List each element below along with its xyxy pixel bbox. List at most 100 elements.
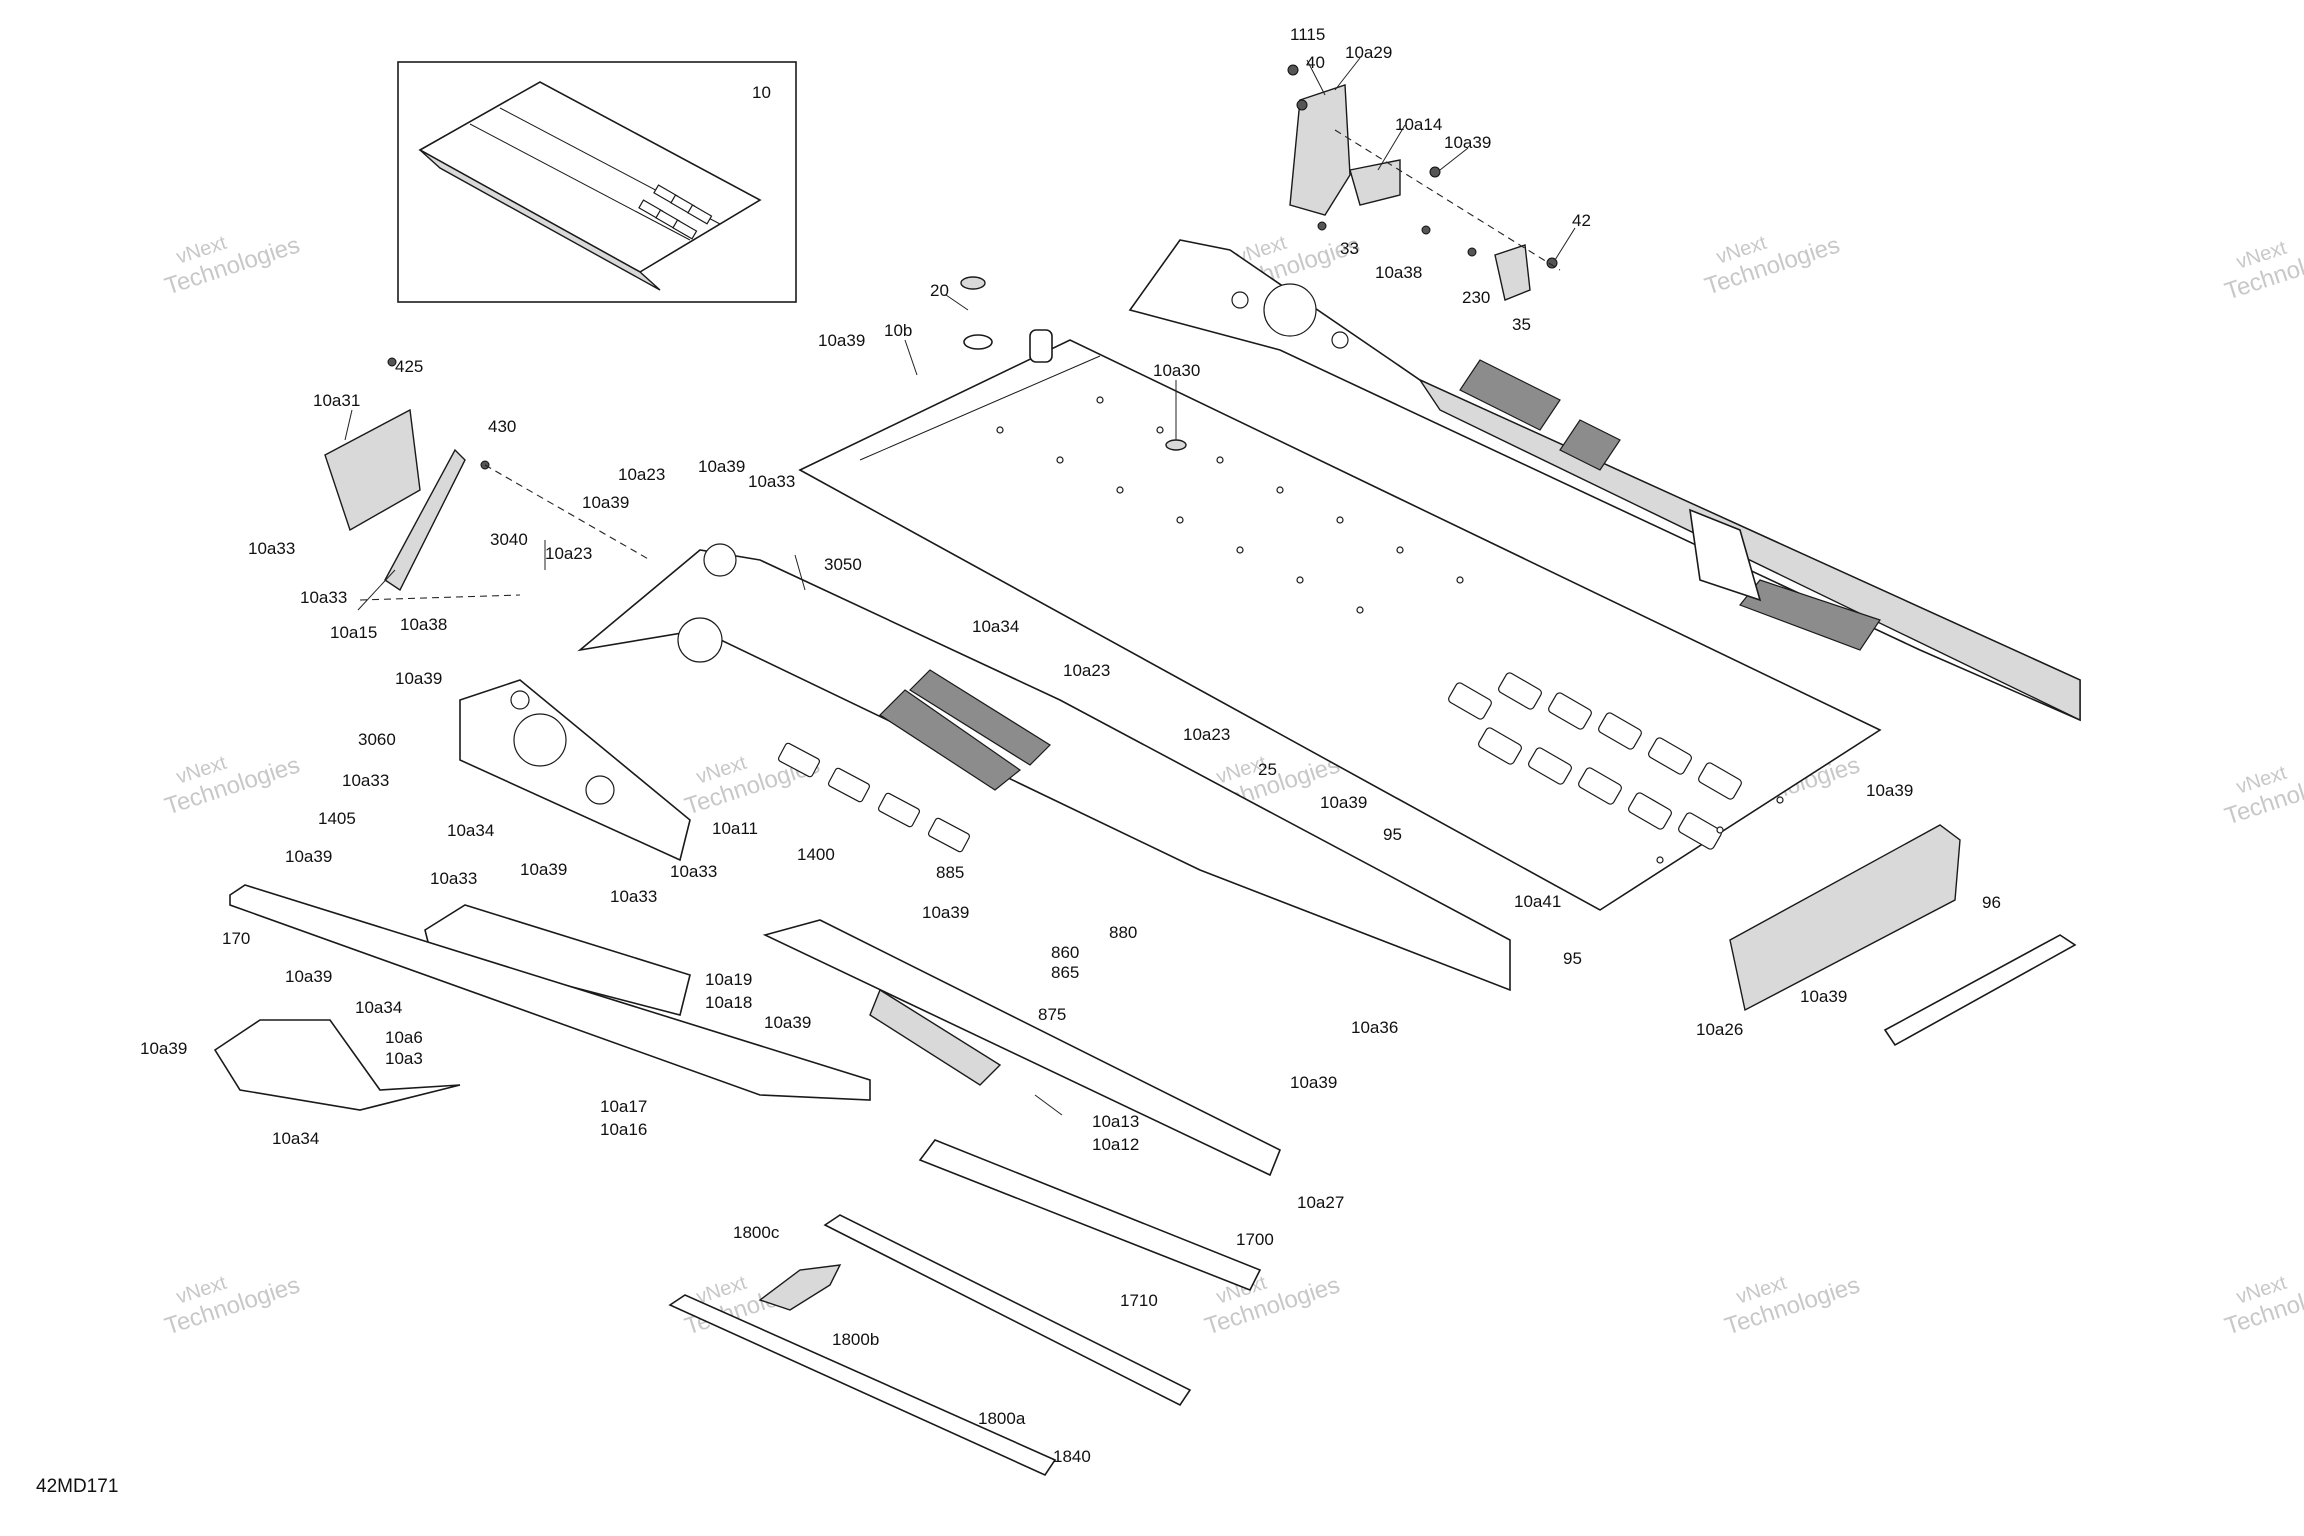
diagram-code: 42MD171	[36, 1476, 118, 1497]
watermarks: vNext Technologies vNext Technologies vN…	[162, 231, 2304, 1340]
callout-10a39: 10a39	[1290, 1073, 1337, 1092]
callout-20: 20	[930, 281, 949, 300]
bolt-425	[387, 357, 397, 367]
callout-10a6: 10a6	[385, 1028, 423, 1047]
callout-1400: 1400	[797, 845, 835, 864]
right-rail-flange	[1418, 378, 2081, 722]
bolt-1115	[1287, 64, 1299, 76]
callout-1405: 1405	[318, 809, 356, 828]
bracket-35	[1494, 244, 1531, 301]
callout-10a39: 10a39	[1320, 793, 1367, 812]
callout-10a33: 10a33	[748, 472, 795, 491]
bolt-42	[1546, 257, 1558, 269]
runner-1800a	[668, 1294, 1057, 1477]
callout-10a39: 10a39	[1444, 133, 1491, 152]
callout-10a34: 10a34	[272, 1129, 319, 1148]
callout-10a39: 10a39	[922, 903, 969, 922]
callout-3060: 3060	[358, 730, 396, 749]
callout-10a39: 10a39	[764, 1013, 811, 1032]
callout-10a15: 10a15	[330, 623, 377, 642]
running-board	[229, 884, 871, 1101]
callout-425: 425	[395, 357, 423, 376]
grommet-10a30	[1165, 439, 1187, 451]
bracket-10a14	[1349, 159, 1401, 206]
callout-10a14: 10a14	[1395, 115, 1442, 134]
callout-10a23: 10a23	[618, 465, 665, 484]
callout-95: 95	[1563, 949, 1582, 968]
callout-10a18: 10a18	[705, 993, 752, 1012]
running-board-10a17	[229, 884, 871, 1101]
grommet-20	[963, 334, 993, 350]
callout-10a36: 10a36	[1351, 1018, 1398, 1037]
bracket-10a31	[324, 408, 421, 532]
callout-3050: 3050	[824, 555, 862, 574]
callout-10a39: 10a39	[818, 331, 865, 350]
callout-10a39: 10a39	[582, 493, 629, 512]
left-rail-hole	[677, 617, 723, 663]
rear-crossmember	[1729, 824, 2077, 1047]
crossmember-10a26	[1729, 824, 1961, 1012]
runner-strips	[668, 1139, 1262, 1477]
cap-20	[960, 276, 986, 290]
callout-10a33: 10a33	[430, 869, 477, 888]
callout-10a26: 10a26	[1696, 1020, 1743, 1039]
callout-880: 880	[1109, 923, 1137, 942]
lower-rail-brace	[869, 988, 1002, 1086]
callout-10a30: 10a30	[1153, 361, 1200, 380]
callout-40: 40	[1306, 53, 1325, 72]
upper-right-brackets	[1287, 64, 1561, 301]
callout-3040: 3040	[490, 530, 528, 549]
bolt-230	[1467, 247, 1477, 257]
callout-10a12: 10a12	[1092, 1135, 1139, 1154]
filler-neck	[1029, 329, 1053, 363]
callout-10a11: 10a11	[712, 819, 758, 838]
callout-10a39: 10a39	[1866, 781, 1913, 800]
callout-10a33: 10a33	[248, 539, 295, 558]
callout-10a34: 10a34	[355, 998, 402, 1017]
callout-10: 10	[752, 83, 771, 102]
tunnel-plate	[798, 339, 1882, 911]
callout-10a33: 10a33	[300, 588, 347, 607]
bulkhead-plate	[459, 679, 691, 862]
callout-33: 33	[1340, 239, 1359, 258]
callout-1115: 1115	[1290, 25, 1325, 44]
callout-1710: 1710	[1120, 1291, 1158, 1310]
left-rail-slots	[777, 742, 971, 853]
tunnel-top-plate	[798, 276, 1882, 911]
callout-1800b: 1800b	[832, 1330, 879, 1349]
callout-1800c: 1800c	[733, 1223, 780, 1242]
callout-10a39: 10a39	[520, 860, 567, 879]
callout-96: 96	[1982, 893, 2001, 912]
callout-10a39: 10a39	[1800, 987, 1847, 1006]
callout-1800a: 1800a	[978, 1409, 1026, 1428]
callout-10a39: 10a39	[698, 457, 745, 476]
front-bulkhead-plate	[459, 679, 691, 862]
callout-10a3: 10a3	[385, 1049, 423, 1068]
callout-10a23: 10a23	[1183, 725, 1230, 744]
front-bracket-10a6	[213, 1019, 461, 1111]
callout-10a29: 10a29	[1345, 43, 1392, 62]
bracket-96	[1883, 934, 2077, 1047]
callout-10a13: 10a13	[1092, 1112, 1139, 1131]
bracket-1800c	[758, 1264, 842, 1311]
upper-left-brackets	[324, 357, 651, 601]
callout-10a34: 10a34	[972, 617, 1019, 636]
callout-230: 230	[1462, 288, 1490, 307]
callout-10a17: 10a17	[600, 1097, 647, 1116]
callout-875: 875	[1038, 1005, 1066, 1024]
runner-1800b	[823, 1214, 1192, 1407]
bolt-40	[1296, 99, 1308, 111]
callout-10a33: 10a33	[610, 887, 657, 906]
bulkhead-hole	[513, 713, 567, 767]
callout-10a38: 10a38	[1375, 263, 1422, 282]
callout-1840: 1840	[1053, 1447, 1091, 1466]
callout-1700: 1700	[1236, 1230, 1274, 1249]
callout-35: 35	[1512, 315, 1531, 334]
callout-10a39: 10a39	[395, 669, 442, 688]
bracket-10a6	[213, 1019, 461, 1111]
rail-large-hole	[1263, 283, 1317, 337]
callout-865: 865	[1051, 963, 1079, 982]
inset-frame	[397, 61, 797, 303]
lower-rail	[762, 919, 1282, 1177]
